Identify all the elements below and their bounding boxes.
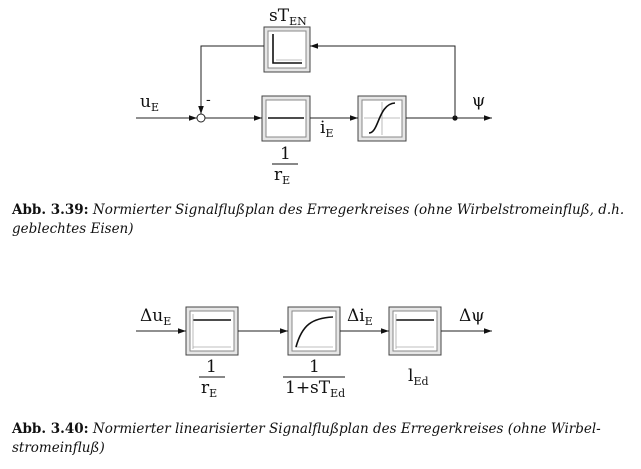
caption-3-40-label: Abb. 3.40: (12, 421, 89, 437)
figure-3-40: ΔuE ΔiE Δψ 1 rE 1 1+sTEd lEd (136, 306, 492, 400)
figure-3-39: uE sTEN - iE ψ 1 rE (136, 6, 492, 187)
label-current: iE (320, 118, 333, 140)
label2-current: ΔiE (347, 306, 373, 328)
block-feedback-differentiator (263, 26, 311, 73)
label-feedback-block: sTEN (269, 6, 307, 28)
caption-fig-3-39: Abb. 3.39: Normierter Signalflußplan des… (12, 201, 632, 239)
wire-feedback-in (310, 43, 456, 118)
summing-junction (196, 113, 206, 123)
label2-input: ΔuE (140, 306, 171, 328)
label-block-3: lEd (408, 366, 429, 388)
fraction-proportional: 1 rE (272, 144, 298, 187)
fraction-b1-numerator: 1 (206, 357, 217, 377)
block-saturation (357, 95, 407, 142)
block-1-proportional (185, 306, 239, 356)
block-proportional (261, 95, 311, 142)
fraction-b2-numerator: 1 (309, 357, 320, 377)
caption-3-39-label: Abb. 3.39: (12, 202, 89, 218)
fraction-block-1: 1 rE (199, 357, 225, 400)
fraction-b1-denominator: rE (201, 378, 217, 400)
label-minus-sign: - (206, 92, 211, 108)
block-2-first-order-lag (287, 306, 341, 356)
label-output: ψ (472, 91, 485, 111)
fraction-block-2: 1 1+sTEd (283, 357, 345, 400)
label2-output: Δψ (459, 306, 485, 326)
caption-fig-3-40: Abb. 3.40: Normierter linearisierter Sig… (12, 420, 632, 458)
caption-3-39-text: Normierter Signalflußplan des Erregerkre… (12, 202, 625, 237)
fraction-denominator: rE (274, 165, 290, 187)
block-3-proportional (388, 306, 442, 356)
fraction-b2-denominator: 1+sTEd (285, 378, 345, 400)
label-input: uE (140, 92, 159, 114)
caption-3-40-text: Normierter linearisierter Signalflußplan… (12, 421, 601, 456)
fraction-numerator: 1 (280, 144, 291, 164)
wire-feedback-out (198, 45, 264, 114)
